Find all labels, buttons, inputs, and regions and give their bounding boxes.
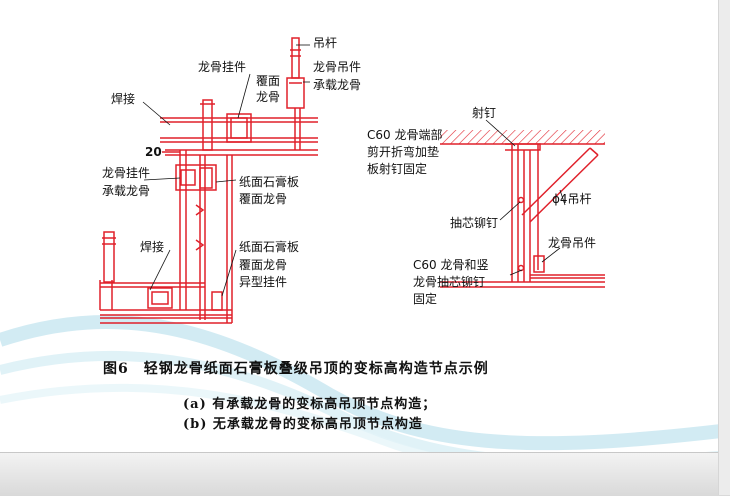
label-weld-top: 焊接 xyxy=(111,92,136,106)
label-hanger-rod: 吊杆 xyxy=(313,36,338,50)
label-facing-1: 覆面 xyxy=(256,74,281,88)
slide-right-edge xyxy=(718,0,730,495)
label-facing-keel-mid: 覆面龙骨 xyxy=(239,192,288,206)
label-c60-note1-l2: 剪开折弯加垫 xyxy=(367,145,440,159)
label-keel-suspender-b: 龙骨吊件 xyxy=(548,236,597,250)
label-c60-note2-l2: 龙骨抽芯铆钉 xyxy=(413,275,486,289)
label-phi4-rod: ϕ4吊杆 xyxy=(552,192,592,206)
label-shot-nail: 射钉 xyxy=(472,106,497,120)
label-facing-keel-bottom: 覆面龙骨 xyxy=(239,258,288,272)
label-gypsum-board-2: 纸面石膏板 xyxy=(239,240,300,254)
label-keel-hanger-top: 龙骨挂件 xyxy=(198,60,247,74)
lower-hanger xyxy=(103,231,115,283)
label-special-hanger: 异型挂件 xyxy=(239,275,288,289)
detail-b xyxy=(440,130,605,288)
concrete-slab xyxy=(440,130,605,144)
figure-subcaption-b: (b) 无承载龙骨的变标高吊顶节点构造 xyxy=(183,417,423,432)
slide-footer-band xyxy=(0,452,730,496)
detail-a-leaders xyxy=(142,44,310,297)
label-c60-note1-l3: 板射钉固定 xyxy=(367,162,428,176)
label-c60-note2-l1: C60 龙骨和竖 xyxy=(413,258,489,272)
joint-clip xyxy=(175,164,217,191)
label-dim-20: 20 xyxy=(145,145,162,159)
label-blind-rivet: 抽芯铆钉 xyxy=(450,216,499,230)
label-bearing-keel-mid: 承载龙骨 xyxy=(102,184,151,198)
label-c60-note1-l1: C60 龙骨端部 xyxy=(367,128,443,142)
label-keel-hanger-mid: 龙骨挂件 xyxy=(102,166,151,180)
label-gypsum-board-1: 纸面石膏板 xyxy=(239,175,300,189)
detail-a xyxy=(99,37,318,324)
figure-caption: 图6 轻钢龙骨纸面石膏板叠级吊顶的变标高构造节点示例 xyxy=(103,361,489,377)
detail-b-leaders xyxy=(485,119,566,276)
hanger-rod xyxy=(291,37,300,79)
figure-subcaption-a: (a) 有承载龙骨的变标高吊顶节点构造； xyxy=(183,397,437,412)
label-c60-note2-l3: 固定 xyxy=(413,292,438,306)
label-weld-bottom: 焊接 xyxy=(140,240,165,254)
label-keel-suspender: 龙骨吊件 xyxy=(313,60,362,74)
label-bearing-keel-top: 承载龙骨 xyxy=(313,78,362,92)
label-facing-2: 龙骨 xyxy=(256,90,281,104)
